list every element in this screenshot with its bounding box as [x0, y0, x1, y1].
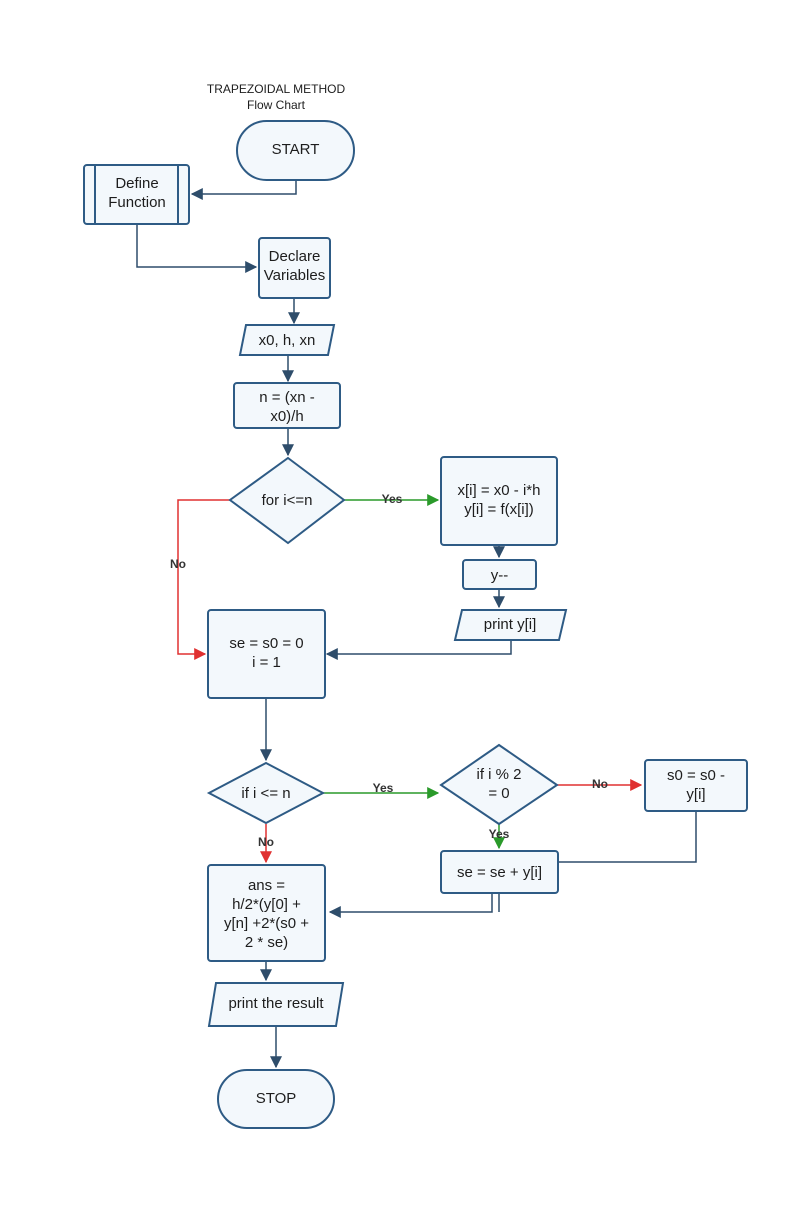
start-terminator-shape: [236, 120, 355, 181]
if-i-le-n-decision-shape: [206, 761, 326, 825]
diagram-title: TRAPEZOIDAL METHOD Flow Chart: [207, 82, 346, 112]
edge-label-loop-yes: Yes: [382, 492, 403, 506]
edge-start-to-define: [190, 180, 297, 200]
node-input-vars: x0, h, xn: [238, 324, 336, 356]
update-se-label: se = se + y[i]: [457, 864, 542, 881]
edge-label-if-yes: Yes: [373, 781, 394, 795]
init-sums-label-line-2: i = 1: [252, 654, 281, 671]
start-label: START: [272, 141, 320, 158]
node-define-function: Define Function: [83, 164, 190, 225]
declare-variables-label-line-1: Declare: [269, 248, 321, 265]
decrement-y-process-shape: [462, 559, 537, 590]
node-decrement-y: y--: [462, 559, 537, 590]
print-y-label: print y[i]: [484, 616, 537, 633]
stop-label: STOP: [256, 1090, 297, 1107]
node-compute-ans: ans = h/2*(y[0] + y[n] +2*(s0 + 2 * se): [207, 864, 326, 962]
title-line-2: Flow Chart: [247, 98, 306, 112]
compute-ans-label-line-2: h/2*(y[0] +: [232, 896, 301, 913]
define-function-label-line-2: Function: [108, 194, 166, 211]
compute-n-label-line-2: x0)/h: [270, 408, 303, 425]
compute-ans-label-line-3: y[n] +2*(s0 +: [224, 915, 309, 932]
assign-xy-process-shape: [440, 456, 558, 546]
define-function-subprocess-shape: [83, 164, 190, 225]
loop-check-decision-shape: [228, 456, 346, 545]
stop-terminator-shape: [217, 1069, 335, 1129]
if-mod-label-line-2: = 0: [488, 785, 509, 802]
edge-labels: Yes No Yes No No Yes: [170, 492, 608, 849]
init-sums-label-line-1: se = s0 = 0: [229, 635, 303, 652]
if-i-le-n-label: if i <= n: [241, 785, 290, 802]
node-print-y: print y[i]: [453, 609, 568, 641]
edge-loop-no: [177, 499, 230, 660]
node-init-sums: se = s0 = 0 i = 1: [207, 609, 326, 699]
if-mod-label-line-1: if i % 2: [476, 766, 521, 783]
print-result-data-shape: [207, 982, 345, 1027]
node-assign-xy: x[i] = x0 - i*h y[i] = f(x[i]): [440, 456, 558, 546]
node-print-result: print the result: [207, 982, 345, 1027]
edge-label-mod-no: No: [592, 777, 608, 791]
node-start: START: [236, 120, 355, 181]
update-s0-label-line-2: y[i]: [686, 786, 705, 803]
edge-print-to-init: [325, 640, 512, 660]
input-vars-label: x0, h, xn: [259, 332, 316, 349]
loop-check-label: for i<=n: [262, 492, 313, 509]
node-if-mod: if i % 2 = 0: [439, 743, 559, 826]
print-result-label: print the result: [228, 995, 324, 1012]
update-se-process-shape: [440, 850, 559, 894]
update-s0-label-line-1: s0 = s0 -: [667, 767, 725, 784]
declare-variables-process-shape: [258, 237, 331, 299]
node-stop: STOP: [217, 1069, 335, 1129]
assign-xy-label-line-1: x[i] = x0 - i*h: [458, 482, 541, 499]
title-line-1: TRAPEZOIDAL METHOD: [207, 82, 346, 96]
edge-label-mod-yes: Yes: [489, 827, 510, 841]
edge-define-to-declare: [136, 224, 258, 273]
compute-n-process-shape: [233, 382, 341, 429]
edge-label-if-no: No: [258, 835, 274, 849]
compute-ans-label-line-1: ans =: [248, 877, 285, 894]
node-update-s0: s0 = s0 - y[i]: [644, 759, 748, 812]
print-y-data-shape: [453, 609, 568, 641]
declare-variables-label-line-2: Variables: [264, 267, 325, 284]
edge-label-loop-no: No: [170, 557, 186, 571]
decrement-y-label: y--: [491, 567, 509, 584]
node-compute-n: n = (xn - x0)/h: [233, 382, 341, 429]
compute-n-label-line-1: n = (xn -: [259, 389, 314, 406]
if-mod-decision-shape: [439, 743, 559, 826]
node-loop-check: for i<=n: [228, 456, 346, 545]
update-s0-process-shape: [644, 759, 748, 812]
input-vars-data-shape: [238, 324, 336, 356]
init-sums-process-shape: [207, 609, 326, 699]
define-function-label-line-1: Define: [115, 175, 158, 192]
compute-ans-label-line-4: 2 * se): [245, 934, 288, 951]
node-if-i-le-n: if i <= n: [206, 761, 326, 825]
node-declare-variables: Declare Variables: [258, 237, 331, 299]
node-update-se: se = se + y[i]: [440, 850, 559, 894]
compute-ans-process-shape: [207, 864, 326, 962]
assign-xy-label-line-2: y[i] = f(x[i]): [464, 501, 534, 518]
